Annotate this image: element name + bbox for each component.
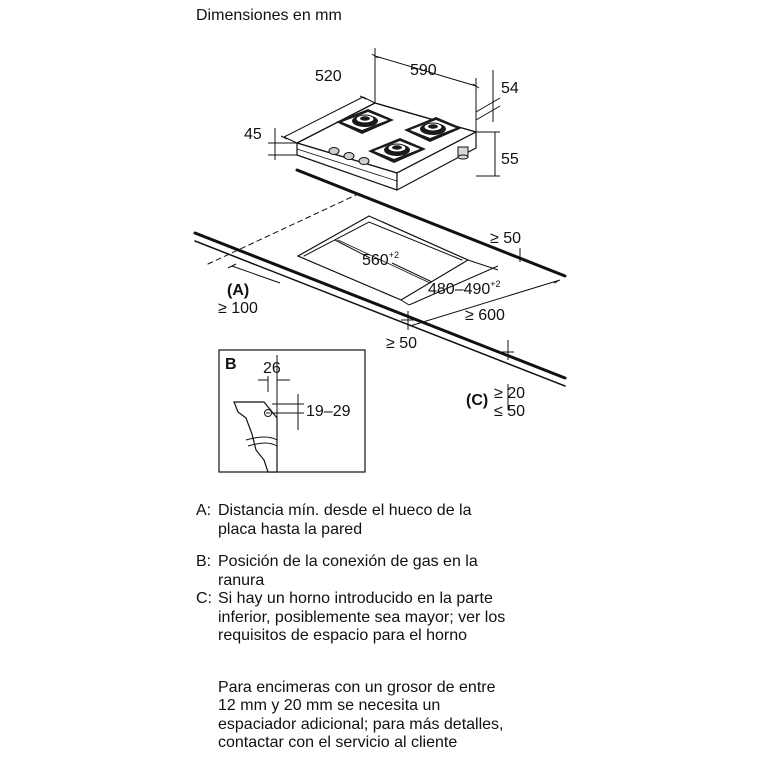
distance-c-max-label: ≤ 50	[494, 403, 525, 420]
legend-text-c: Si hay un horno introducido en la parte …	[218, 590, 506, 644]
legend-item-c: C: Si hay un horno introducido en la par…	[196, 590, 656, 646]
legend-item-a: A: Distancia mín. desde el hueco de la p…	[196, 502, 656, 539]
hob-side-height-label: 55	[501, 151, 519, 168]
cutout-dimension-lines	[227, 239, 561, 410]
cutout-depth-label: 480–490+2	[428, 279, 501, 298]
legend-text-b: Posición de la conexión de gas en la ran…	[218, 553, 478, 589]
burner-front	[368, 138, 426, 163]
hob-front-height-label: 45	[244, 126, 262, 143]
inset-b-vertical-label: 19–29	[306, 403, 351, 420]
inset-b: B 26 19–29	[218, 349, 366, 473]
cutout-rear-gap-label: ≥ 600	[465, 307, 505, 324]
distance-c-min-label: ≥ 20	[494, 385, 525, 402]
label-a: (A)	[227, 282, 249, 299]
hob-back-height-label: 54	[501, 80, 519, 97]
inset-b-horizontal-label: 26	[263, 360, 281, 377]
label-c: (C)	[466, 392, 488, 409]
legend-key-a: A:	[196, 502, 212, 519]
legend-key-c: C:	[196, 590, 212, 607]
hob-dimension-lines	[268, 48, 501, 177]
diagram-title: Dimensiones en mm	[196, 7, 342, 24]
inset-b-label: B	[225, 356, 237, 373]
distance-a-label: ≥ 100	[218, 300, 258, 317]
hob-width-label: 590	[410, 62, 437, 79]
legend: A: Distancia mín. desde el hueco de la p…	[196, 502, 656, 753]
hob-depth-label: 520	[315, 68, 342, 85]
burner-right	[404, 117, 462, 142]
cutout-width-label: 560+2	[362, 250, 399, 269]
legend-key-b: B:	[196, 553, 212, 570]
cutout-front-gap-label: ≥ 50	[386, 335, 417, 352]
cutout-side-gap-label: ≥ 50	[490, 230, 521, 247]
control-knobs	[328, 147, 370, 165]
gas-connector	[457, 146, 469, 160]
legend-text-a: Distancia mín. desde el hueco de la plac…	[218, 502, 472, 538]
spacer-note: Para encimeras con un grosor de entre 12…	[218, 678, 504, 752]
burner-left	[336, 109, 394, 134]
legend-item-b: B: Posición de la conexión de gas en la …	[196, 553, 656, 590]
